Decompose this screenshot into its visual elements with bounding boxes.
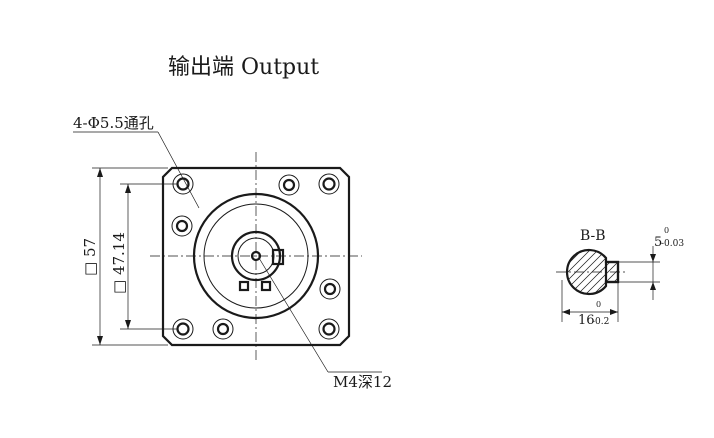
keyway bbox=[271, 248, 285, 266]
dimension-flange-size: □ 57 bbox=[81, 167, 168, 346]
hole-spacing-label: □ 47.14 bbox=[110, 232, 128, 294]
shaft-clip-left bbox=[238, 280, 250, 292]
tapped-hole-right bbox=[319, 278, 341, 300]
tapped-leader-line bbox=[258, 257, 329, 373]
mounting-hole-top-right bbox=[318, 173, 340, 195]
holes-label: 4-Φ5.5通孔 bbox=[73, 114, 154, 132]
flange-front-view: 4-Φ5.5通孔 M4深12 bbox=[73, 114, 392, 391]
tapped-hole-bottom bbox=[212, 318, 234, 340]
flange-outline bbox=[161, 166, 351, 347]
shaft-height-label: 16 bbox=[578, 313, 595, 328]
holes-leader-line bbox=[157, 131, 200, 209]
key-width-tol-lower: -0.03 bbox=[661, 239, 684, 249]
mounting-hole-bottom-right bbox=[318, 318, 340, 340]
flange-size-label: □ 57 bbox=[81, 238, 99, 276]
section-b-b: B-B 5 bbox=[556, 226, 684, 328]
key-width-tol-upper: 0 bbox=[664, 226, 669, 235]
title: 输出端 Output bbox=[168, 55, 319, 80]
pilot-outer-ring bbox=[192, 192, 320, 320]
key-width-label: 5 bbox=[654, 235, 662, 250]
tapped-hole-label: M4深12 bbox=[333, 373, 392, 391]
tapped-hole-left bbox=[171, 215, 193, 237]
section-label: B-B bbox=[580, 228, 606, 244]
shaft-section-outline bbox=[565, 248, 620, 296]
shaft-height-tol-upper: 0 bbox=[596, 300, 601, 309]
shaft-outer-circle bbox=[230, 230, 282, 282]
tapped-hole-top bbox=[278, 174, 300, 196]
shaft-clip-right bbox=[260, 280, 272, 292]
pilot-inner-ring bbox=[203, 203, 309, 309]
shaft-height-tol-lower: -0.2 bbox=[592, 317, 609, 327]
center-tapped-hole bbox=[250, 250, 262, 262]
dimension-hole-spacing: □ 47.14 bbox=[110, 183, 178, 330]
